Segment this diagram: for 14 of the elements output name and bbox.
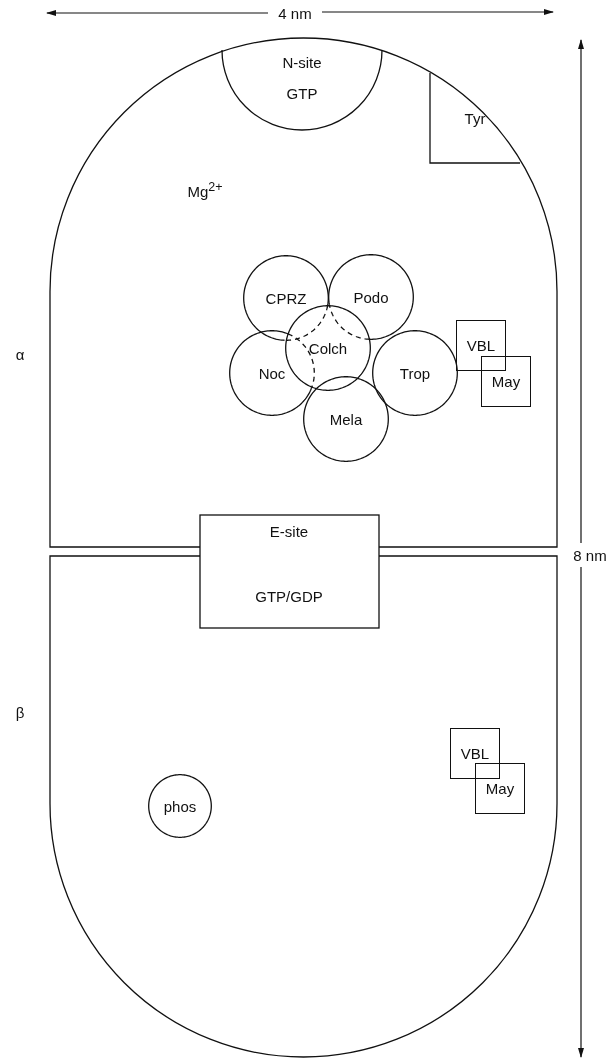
dimension-label: 8 nm: [573, 547, 607, 563]
binding-site-square: May: [475, 763, 525, 814]
site-label: α: [15, 346, 25, 362]
binding-site-square: VBL: [456, 320, 506, 371]
binding-site-square: May: [481, 356, 531, 407]
ion-label: Mg$^{2+}$: [187, 181, 223, 199]
site-label: Tyr: [464, 110, 486, 126]
site-label: β: [15, 704, 25, 720]
dimension-label: 4 nm: [278, 5, 312, 21]
site-label: GTP/GDP: [255, 588, 323, 604]
site-label: N-site: [282, 54, 322, 70]
site-label: E-site: [269, 523, 309, 539]
site-label: GTP: [286, 85, 318, 101]
binding-site-square: VBL: [450, 728, 500, 779]
